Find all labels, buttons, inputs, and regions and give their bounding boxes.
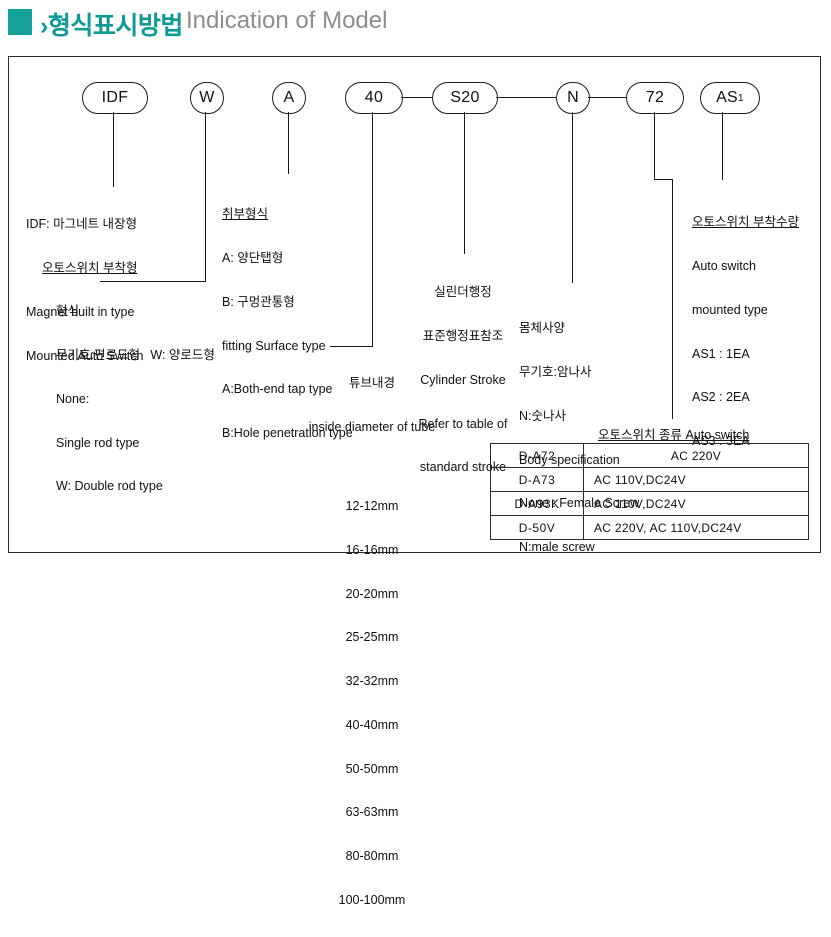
code-segment-a-label: A [283, 89, 295, 106]
code-segment-a: A [272, 82, 306, 114]
callout-fitting-type-line1: A: 양단탭형 [222, 250, 284, 265]
switch-model-cell: D-50V [490, 515, 584, 540]
callout-tube-subtitle: inside diameter of tube [308, 419, 436, 434]
callout-rod-type-title: 형식 [56, 304, 80, 319]
table-row: D-A73 AC 110V,DC24V [490, 467, 809, 492]
callout-body-spec-line2: 무기호:암나사 [519, 364, 592, 379]
callout-rod-type: 형식 무기호:편로드형 W: 양로드형 None: Single rod typ… [56, 275, 276, 523]
code-segment-bore: 40 [345, 82, 403, 114]
callout-tube-title: 튜브내경 [348, 376, 395, 391]
callout-auto-switch-qty-line3: AS1 : 1EA [692, 346, 750, 361]
callout-idf-line2: 오토스위치 부착형 [42, 260, 138, 275]
code-segment-w-label: W [199, 89, 215, 106]
switch-model-cell: D-A73 [490, 467, 584, 492]
page-title-korean: ›형식표시방법 [40, 12, 183, 40]
tube-size-item: 12-12mm [345, 498, 399, 513]
callout-idf-line4: Mounted Auto Switch [26, 348, 144, 363]
callout-auto-switch-qty: 오토스위치 부착수량 Auto switch mounted type AS1 … [692, 186, 827, 478]
tube-size-item: 50-50mm [345, 761, 399, 776]
code-segment-n-label: N [567, 89, 579, 106]
callout-idf-line3: Magnet built in type [26, 304, 135, 319]
leader-w-horizontal [100, 281, 206, 282]
code-segment-idf-label: IDF [101, 89, 129, 106]
code-segment-stroke-label: S20 [450, 89, 480, 106]
switch-voltage-cell: AC 220V, AC 110V,DC24V [583, 515, 809, 540]
leader-72-horizontal [654, 179, 672, 180]
callout-cylinder-stroke-line2: 표준행정표참조 [422, 328, 504, 343]
header-accent-square [8, 9, 32, 35]
code-segment-bore-label: 40 [364, 89, 384, 106]
callout-cylinder-stroke-line4: Refer to table of [418, 416, 508, 431]
callout-fitting-type-title: 취부형식 [222, 207, 269, 222]
callout-rod-type-line2: None: [56, 391, 90, 406]
table-row: D-A93K AC 110V,DC24V [490, 491, 809, 516]
leader-bore-horizontal [330, 346, 373, 347]
callout-idf: IDF: 마그네트 내장형 오토스위치 부착형 Magnet built in … [26, 188, 206, 392]
callout-auto-switch-qty-line4: AS2 : 2EA [692, 390, 750, 405]
code-segment-72: 72 [626, 82, 684, 114]
connector-n-to-72 [588, 97, 626, 98]
code-segment-idf: IDF [82, 82, 148, 114]
tube-size-item: 100-100mm [338, 892, 406, 907]
table-row: D-50V AC 220V, AC 110V,DC24V [490, 515, 809, 540]
callout-fitting-type-line4: A:Both-end tap type [222, 382, 333, 397]
leader-n [572, 112, 573, 283]
callout-auto-switch-qty-line1: Auto switch [692, 258, 756, 273]
tube-size-item: 32-32mm [345, 674, 399, 689]
callout-fitting-type-line2: B: 구멍관통형 [222, 294, 295, 309]
connector-bore-to-stroke [401, 97, 432, 98]
switch-table-title: 오토스위치 종류 Auto switch [598, 428, 750, 442]
switch-voltage-cell: AC 220V [583, 443, 809, 468]
connector-stroke-to-n [496, 97, 556, 98]
callout-idf-line1: IDF: 마그네트 내장형 [26, 217, 138, 232]
callout-body-spec-line1: 몸체사양 [519, 321, 566, 336]
code-segment-stroke: S20 [432, 82, 498, 114]
page-title-english: Indication of Model [186, 7, 388, 34]
switch-table: D-A72 AC 220V D-A73 AC 110V,DC24V D-A93K… [490, 443, 809, 540]
table-row: D-A72 AC 220V [490, 443, 809, 468]
code-segment-w: W [190, 82, 224, 114]
callout-rod-type-line3: Single rod type [56, 435, 140, 450]
model-indication-page: ›형식표시방법 Indication of Model IDF W A 40 S… [0, 0, 831, 907]
callout-rod-type-line1: 무기호:편로드형 W: 양로드형 [56, 347, 215, 362]
leader-a [288, 112, 289, 174]
callout-body-spec-line6: N:male screw [519, 540, 595, 555]
switch-model-cell: D-A72 [490, 443, 584, 468]
code-segment-72-label: 72 [645, 89, 665, 106]
page-header: ›형식표시방법 Indication of Model [0, 0, 831, 52]
leader-stroke [464, 112, 465, 254]
callout-cylinder-stroke: 실린더행정 표준행정표참조 Cylinder Stroke Refer to t… [408, 256, 518, 504]
callout-body-spec-line3: N:숫나사 [519, 408, 567, 423]
callout-cylinder-stroke-line3: Cylinder Stroke [420, 372, 506, 387]
switch-voltage-cell: AC 110V,DC24V [583, 491, 809, 516]
switch-voltage-cell: AC 110V,DC24V [583, 467, 809, 492]
leader-idf [113, 112, 114, 187]
leader-bore-vertical [372, 112, 373, 346]
callout-auto-switch-qty-title: 오토스위치 부착수량 [692, 215, 799, 230]
tube-size-item: 16-16mm [345, 542, 399, 557]
switch-model-cell: D-A93K [490, 491, 584, 516]
code-segment-n: N [556, 82, 590, 114]
callout-fitting-type-line3: fitting Surface type [222, 338, 326, 353]
callout-rod-type-line4: W: Double rod type [56, 479, 163, 494]
leader-72-vertical-bottom [672, 179, 673, 419]
callout-fitting-type-line5: B:Hole penetration type [222, 426, 353, 441]
code-segment-as1-subscript: 1 [738, 92, 744, 104]
leader-72-vertical-top [654, 112, 655, 179]
callout-auto-switch-qty-line2: mounted type [692, 302, 768, 317]
tube-size-item: 20-20mm [345, 586, 399, 601]
code-segment-as1-label: AS [716, 89, 739, 106]
tube-size-item: 80-80mm [345, 849, 399, 864]
leader-as1 [722, 112, 723, 180]
callout-fitting-type: 취부형식 A: 양단탭형 B: 구멍관통형 fitting Surface ty… [222, 178, 422, 470]
diagram-frame [8, 56, 821, 553]
tube-size-item: 40-40mm [345, 717, 399, 732]
leader-w-vertical [205, 112, 206, 281]
tube-size-item: 63-63mm [345, 805, 399, 820]
callout-cylinder-stroke-line1: 실린더행정 [434, 285, 492, 300]
tube-size-item: 25-25mm [345, 630, 399, 645]
